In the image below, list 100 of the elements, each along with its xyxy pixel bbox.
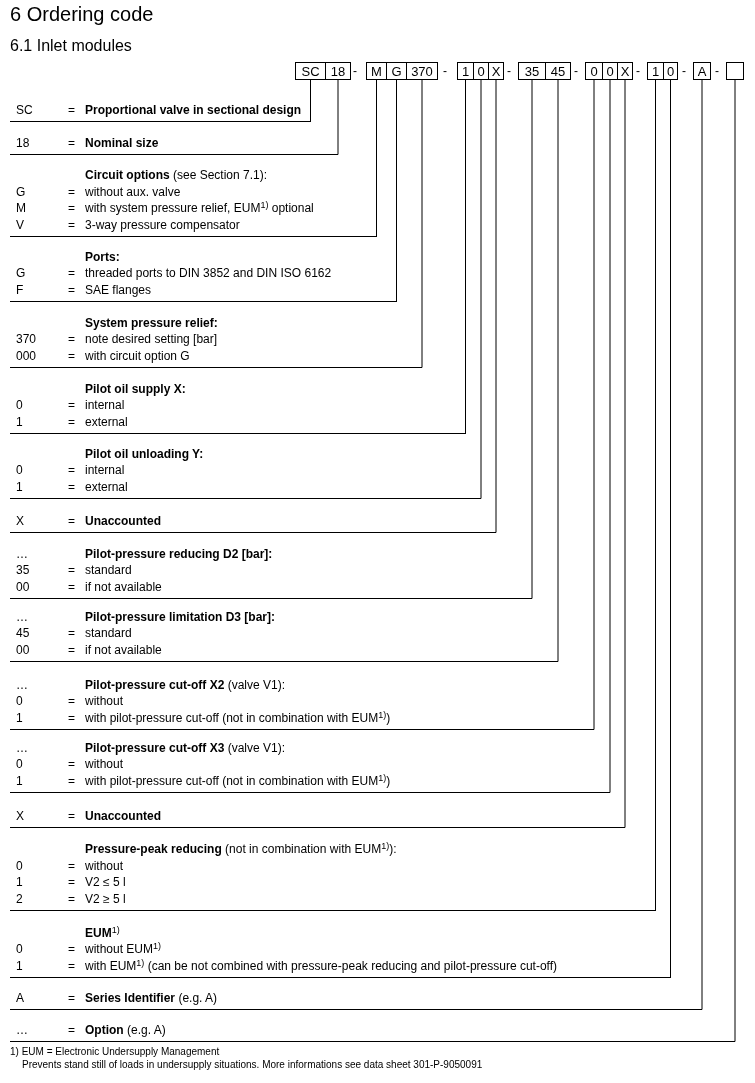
option-description: Unaccounted [85, 512, 161, 529]
page-title: 6 Ordering code [10, 3, 154, 26]
option-code: 0 [16, 857, 23, 874]
option-description: SAE flanges [85, 281, 152, 298]
code-box: X [617, 62, 633, 80]
equals-sign: = [68, 462, 75, 479]
section-heading: Ports: [85, 248, 120, 265]
section-heading: Pressure-peak reducing (not in combination with EUM$^{1)}$): [85, 841, 397, 858]
option-code: F [16, 281, 24, 298]
section-heading: Pilot-pressure cut-off X2 (valve V1): [85, 676, 286, 693]
leader-line [337, 79, 339, 155]
dash: - [682, 64, 686, 78]
dash: - [715, 64, 719, 78]
section-heading: Circuit options (see Section 7.1): [85, 167, 268, 184]
leader-line [480, 79, 482, 499]
equals-sign: = [68, 347, 75, 364]
leader-line [734, 79, 736, 1042]
option-code: 45 [16, 625, 30, 642]
equals-sign: = [68, 890, 75, 907]
option-code: 2 [16, 890, 23, 907]
option-code: 0 [16, 941, 23, 958]
option-code: X [16, 807, 24, 824]
option-code: 000 [16, 347, 37, 364]
equals-sign: = [68, 512, 75, 529]
equals-sign: = [68, 625, 75, 642]
leader-line [609, 79, 611, 793]
dash: - [353, 64, 357, 78]
equals-sign: = [68, 331, 75, 348]
code-box: 35 [518, 62, 546, 80]
code-box: 18 [325, 62, 351, 80]
option-code: 370 [16, 331, 37, 348]
option-code: 1 [16, 772, 23, 789]
code-box: M [366, 62, 387, 80]
option-description: Unaccounted [85, 807, 161, 824]
option-description: note desired setting [bar] [85, 331, 218, 348]
equals-sign: = [68, 413, 75, 430]
leader-line [557, 79, 559, 662]
code-box: A [693, 62, 711, 80]
option-description: external [85, 413, 128, 430]
option-description: without [85, 857, 124, 874]
leader-line [531, 79, 533, 599]
section-subtitle: 6.1 Inlet modules [10, 37, 132, 55]
option-description: with pilot-pressure cut-off (not in combination with EUM$^{1)}$) [85, 709, 391, 726]
equals-sign: = [68, 693, 75, 710]
section-heading: Pilot-pressure reducing D2 [bar]: [85, 545, 273, 562]
leader-line [701, 79, 703, 1010]
option-description: with system pressure relief, EUM$^{1)}$ optional [85, 200, 314, 217]
option-code: G [16, 183, 26, 200]
option-description: without aux. valve [85, 183, 181, 200]
option-code: 35 [16, 562, 30, 579]
option-description: external [85, 478, 128, 495]
option-code: 1 [16, 874, 23, 891]
option-description: V2 ≤ 5 l [85, 874, 126, 891]
option-code: 1 [16, 413, 23, 430]
option-description: standard [85, 625, 132, 642]
option-code: 0 [16, 756, 23, 773]
leader-line [310, 79, 311, 122]
option-description: 3-way pressure compensator [85, 216, 240, 233]
leader-line [495, 79, 497, 533]
option-description: internal [85, 397, 125, 414]
code-box: 370 [406, 62, 438, 80]
section-heading: Pilot oil unloading Y: [85, 445, 204, 462]
option-description: without [85, 693, 124, 710]
option-description: if not available [85, 578, 162, 595]
empty-code-box [726, 62, 744, 80]
equals-sign: = [68, 216, 75, 233]
equals-sign: = [68, 183, 75, 200]
equals-sign: = [68, 562, 75, 579]
option-code: … [16, 1021, 28, 1038]
option-code: X [16, 512, 24, 529]
option-description: Nominal size [85, 134, 159, 151]
option-code: 1 [16, 957, 23, 974]
dash: - [574, 64, 578, 78]
section-heading: Pilot-pressure limitation D3 [bar]: [85, 608, 276, 625]
option-description: standard [85, 562, 132, 579]
equals-sign: = [68, 397, 75, 414]
section-heading: Pilot oil supply X: [85, 380, 186, 397]
equals-sign: = [68, 772, 75, 789]
option-description: internal [85, 462, 125, 479]
option-description: if not available [85, 641, 162, 658]
equals-sign: = [68, 101, 75, 118]
leader-line [376, 79, 377, 237]
option-code: 0 [16, 462, 23, 479]
option-code: 0 [16, 397, 23, 414]
dash: - [636, 64, 640, 78]
option-description: with pilot-pressure cut-off (not in combination with EUM$^{1)}$) [85, 772, 391, 789]
option-description: without EUM$^{1)}$ [85, 941, 162, 958]
equals-sign: = [68, 281, 75, 298]
code-box: G [386, 62, 407, 80]
code-box: 45 [545, 62, 571, 80]
option-code: … [16, 608, 28, 625]
option-code: SC [16, 101, 33, 118]
leader-line [670, 79, 671, 978]
equals-sign: = [68, 478, 75, 495]
equals-sign: = [68, 265, 75, 282]
equals-sign: = [68, 709, 75, 726]
code-box: 0 [473, 62, 489, 80]
equals-sign: = [68, 957, 75, 974]
leader-line [593, 79, 595, 730]
code-box: 0 [663, 62, 678, 80]
